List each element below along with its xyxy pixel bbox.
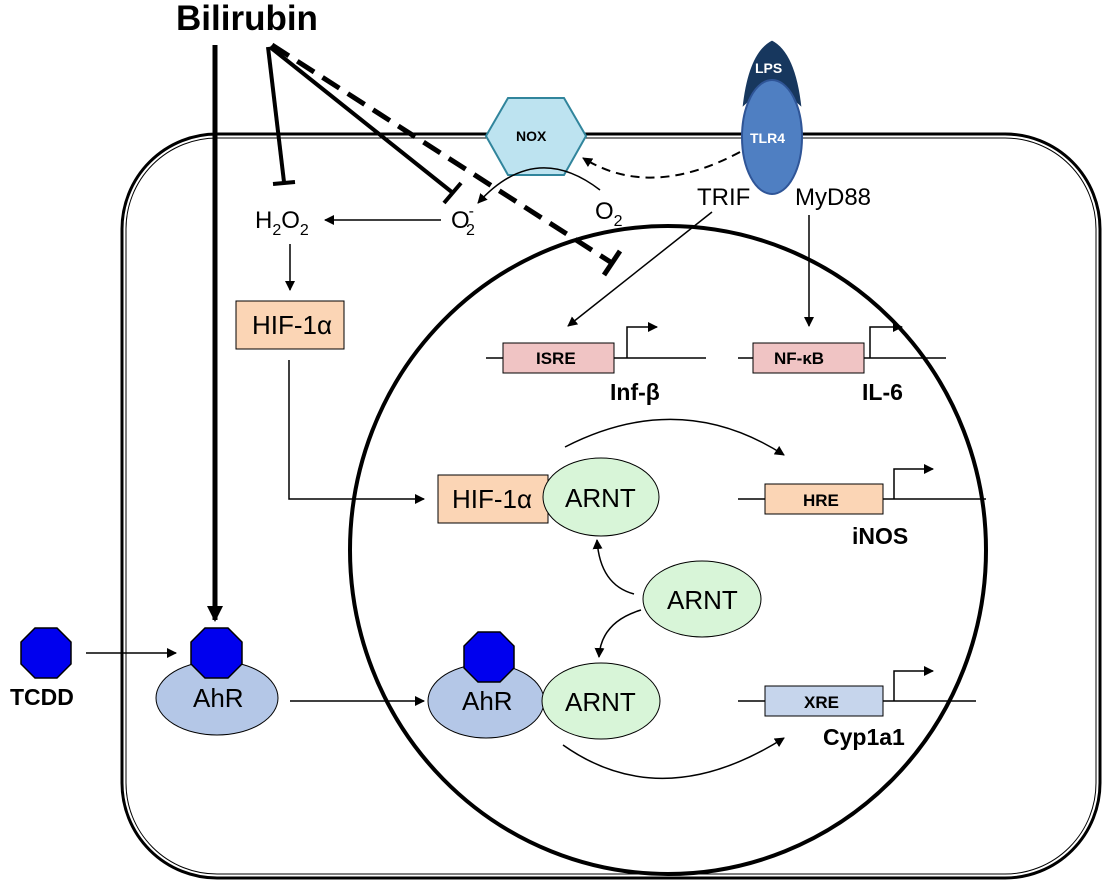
nfkb-label: NF-κB [774, 349, 824, 368]
superoxide-label: O-2 [451, 203, 475, 239]
oxygen-label: O2 [595, 198, 623, 230]
inhibit-bar-h2o2 [272, 180, 296, 186]
inhibit-bar-superoxide [442, 181, 463, 205]
hif-arnt-to-hre-arc [564, 418, 785, 456]
inf-beta-label: Inf-β [610, 379, 660, 405]
isre-box [502, 342, 615, 374]
trif-label: TRIF [697, 184, 750, 211]
ahr-arnt-to-xre-arc [562, 737, 785, 779]
cell-membrane-inner [125, 137, 1097, 875]
arnt-ahr-partner [541, 662, 661, 740]
isre-label: ISRE [536, 349, 576, 368]
inhibit-bar-nucleus [601, 249, 623, 277]
il6-label: IL-6 [862, 379, 903, 405]
trif-to-isre-arrow [567, 211, 713, 327]
isre-tss-arrow [626, 322, 658, 358]
hif-cytoplasm-box [235, 300, 345, 350]
bilirubin-label: Bilirubin [176, 0, 318, 38]
hif-nucleus-label: HIF-1α [452, 484, 532, 514]
xre-box [764, 685, 884, 717]
nox-hexagon [484, 97, 588, 176]
h2o2-label: H2O2 [255, 207, 309, 239]
hre-tss-arrow [893, 464, 934, 499]
tlr4-to-nox-dashed [582, 151, 741, 179]
hif-nucleus-box [437, 474, 549, 524]
nfkb-box [752, 342, 865, 374]
hif-cytoplasm-label: HIF-1α [252, 310, 332, 340]
myd88-label: MyD88 [795, 184, 871, 211]
o2-to-superoxide-arc [477, 167, 601, 204]
ahr-cytoplasm-label: AhR [193, 683, 244, 713]
tcdd-ligand-bound-cyto [190, 627, 243, 679]
nfkb-tss-arrow [869, 322, 903, 358]
nox-label: NOX [516, 128, 547, 144]
nucleus [348, 224, 988, 876]
bilirubin-inhibit-superoxide [268, 45, 455, 195]
inos-label: iNOS [852, 523, 908, 549]
lps-label: LPS [755, 60, 782, 76]
tcdd-ligand-bound-nucleus [463, 631, 515, 683]
ahr-nucleus-label: AhR [462, 686, 513, 716]
cyp1a1-label: Cyp1a1 [823, 724, 905, 750]
arnt-hif-partner-label: ARNT [565, 483, 636, 513]
arnt-ahr-partner-label: ARNT [565, 687, 636, 717]
hre-box [764, 483, 884, 515]
arnt-hif-partner [542, 457, 660, 537]
arnt-to-ahr-complex-arrow [594, 609, 642, 658]
tcdd-label: TCDD [10, 684, 74, 710]
bilirubin-inhibit-h2o2 [266, 46, 286, 183]
arnt-free [642, 560, 762, 638]
tlr4-receptor [741, 79, 803, 195]
tcdd-ligand-free [20, 627, 72, 679]
arnt-free-label: ARNT [667, 585, 738, 615]
xre-label: XRE [804, 693, 839, 712]
hif-to-nucleus-arrow [288, 360, 425, 504]
xre-tss-arrow [893, 666, 934, 701]
hre-label: HRE [803, 491, 839, 510]
cell-membrane [120, 132, 1102, 880]
tlr4-label: TLR4 [750, 130, 785, 146]
arnt-to-hif-complex-arrow [592, 539, 635, 595]
bilirubin-inhibit-nucleus-dashed [270, 42, 614, 266]
